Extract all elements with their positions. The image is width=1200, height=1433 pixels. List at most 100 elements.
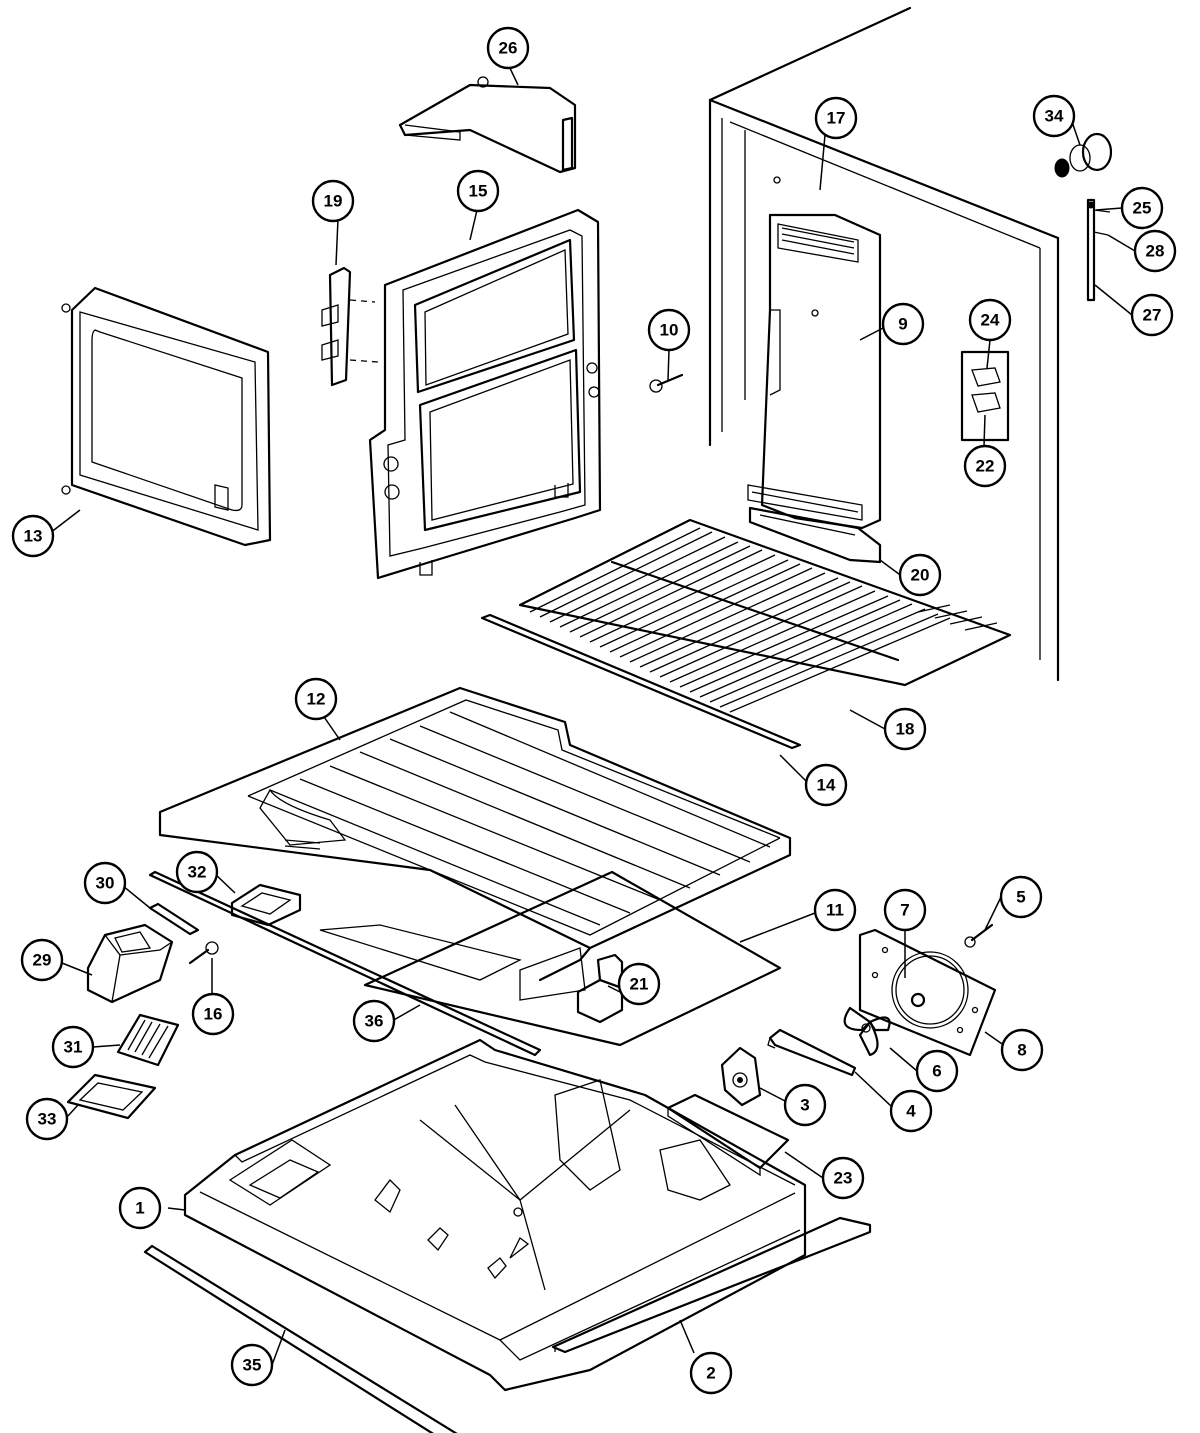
callout-label: 30: [96, 874, 115, 893]
callout-5: 5: [999, 875, 1043, 919]
callout-10: 10: [647, 308, 691, 352]
callout-label: 9: [898, 315, 907, 334]
part-13-control-housing: [61, 286, 272, 547]
callout-label: 7: [900, 901, 909, 920]
callout-label: 10: [660, 321, 679, 340]
callout-label: 20: [911, 566, 930, 585]
part-3-motor-mount: [720, 1046, 762, 1107]
callout-label: 27: [1143, 306, 1162, 325]
part-29-box: [86, 923, 174, 1004]
callout-13: 13: [11, 514, 55, 558]
callout-label: 23: [834, 1169, 853, 1188]
part-22-24-switch-bracket: [960, 350, 1010, 442]
part-21-foam-block: [576, 953, 624, 1024]
callout-label: 24: [981, 311, 1000, 330]
callout-12: 12: [294, 677, 338, 721]
callout-label: 19: [324, 192, 343, 211]
callout-31: 31: [51, 1025, 95, 1069]
part-34-light-socket: [1054, 132, 1113, 178]
part-20-duct-gasket: [748, 506, 882, 564]
cabinet-liner: [708, 6, 1060, 682]
callout-22: 22: [963, 444, 1007, 488]
callout-23: 23: [821, 1156, 865, 1200]
callout-16: 16: [191, 992, 235, 1036]
callout-33: 33: [25, 1097, 69, 1141]
callout-26: 26: [486, 26, 530, 70]
callout-2: 2: [689, 1351, 733, 1395]
callout-label: 29: [33, 951, 52, 970]
callout-label: 8: [1017, 1041, 1026, 1060]
callout-label: 13: [24, 527, 43, 546]
callout-label: 28: [1146, 242, 1165, 261]
callout-7: 7: [883, 888, 927, 932]
callout-19: 19: [311, 179, 355, 223]
part-7-motor-hub: [910, 992, 926, 1008]
part-19-hinge: [321, 266, 379, 387]
callout-4: 4: [889, 1089, 933, 1133]
callout-label: 12: [307, 690, 326, 709]
callouts: 1 2 3 4 5 6 7 8 9 10 11 12 13 14 15 16 1…: [11, 26, 1177, 1395]
part-23-cover: [666, 1093, 790, 1177]
callout-14: 14: [804, 763, 848, 807]
callout-label: 14: [817, 776, 836, 795]
callout-28: 28: [1133, 229, 1177, 273]
callout-label: 22: [976, 457, 995, 476]
callout-29: 29: [20, 938, 64, 982]
callout-27: 27: [1130, 293, 1174, 337]
callout-label: 3: [800, 1096, 809, 1115]
callout-8: 8: [1000, 1028, 1044, 1072]
part-11-cover-plate: [319, 870, 782, 1047]
callout-1: 1: [118, 1186, 162, 1230]
callout-label: 15: [469, 182, 488, 201]
part-6-fan-blade: [843, 1006, 891, 1057]
callout-label: 35: [243, 1356, 262, 1375]
callout-32: 32: [175, 850, 219, 894]
callout-label: 1: [135, 1199, 144, 1218]
callout-label: 4: [906, 1102, 916, 1121]
part-9-air-duct: [747, 213, 882, 530]
part-36-strip: [148, 870, 542, 1057]
callout-6: 6: [915, 1049, 959, 1093]
part-15-freezer-frame: [368, 208, 602, 580]
part-12-main-shelf: [158, 686, 792, 1001]
callout-label: 11: [826, 901, 844, 920]
part-31-filter-grille: [116, 1013, 180, 1067]
callout-24: 24: [968, 298, 1012, 342]
callout-15: 15: [456, 169, 500, 213]
callout-label: 5: [1016, 888, 1025, 907]
callout-label: 33: [38, 1110, 57, 1129]
part-26-air-channel: [398, 76, 577, 174]
part-2-side-strip: [551, 1216, 872, 1354]
part-8-fan-shroud: [858, 928, 997, 1057]
callout-18: 18: [883, 707, 927, 751]
callout-label: 2: [706, 1364, 715, 1383]
callout-label: 21: [630, 975, 649, 994]
part-4-bracket: [767, 1028, 857, 1077]
part-30-pin: [148, 902, 200, 936]
part-10-screw: [649, 373, 684, 393]
callout-9: 9: [881, 302, 925, 346]
callout-25: 25: [1120, 186, 1164, 230]
callout-35: 35: [230, 1343, 274, 1387]
part-32-damper: [230, 883, 302, 927]
callout-17: 17: [814, 96, 858, 140]
part-25-27-28-thermostat: [1086, 198, 1111, 302]
callout-34: 34: [1032, 94, 1076, 138]
leader-lines: [49, 63, 1136, 1366]
callout-label: 17: [827, 109, 846, 128]
callout-20: 20: [898, 553, 942, 597]
callout-30: 30: [83, 861, 127, 905]
callout-label: 32: [188, 863, 207, 882]
callout-label: 25: [1133, 199, 1152, 218]
callout-label: 31: [64, 1038, 83, 1057]
callout-label: 18: [896, 720, 915, 739]
callout-label: 26: [499, 39, 518, 58]
callout-label: 6: [932, 1062, 941, 1081]
callout-label: 36: [365, 1012, 384, 1031]
part-5-screw: [964, 923, 994, 948]
callout-36: 36: [352, 999, 396, 1043]
part-14-shelf-trim: [480, 613, 802, 750]
part-16-screw: [188, 941, 219, 965]
part-35-front-trim: [143, 1244, 458, 1433]
